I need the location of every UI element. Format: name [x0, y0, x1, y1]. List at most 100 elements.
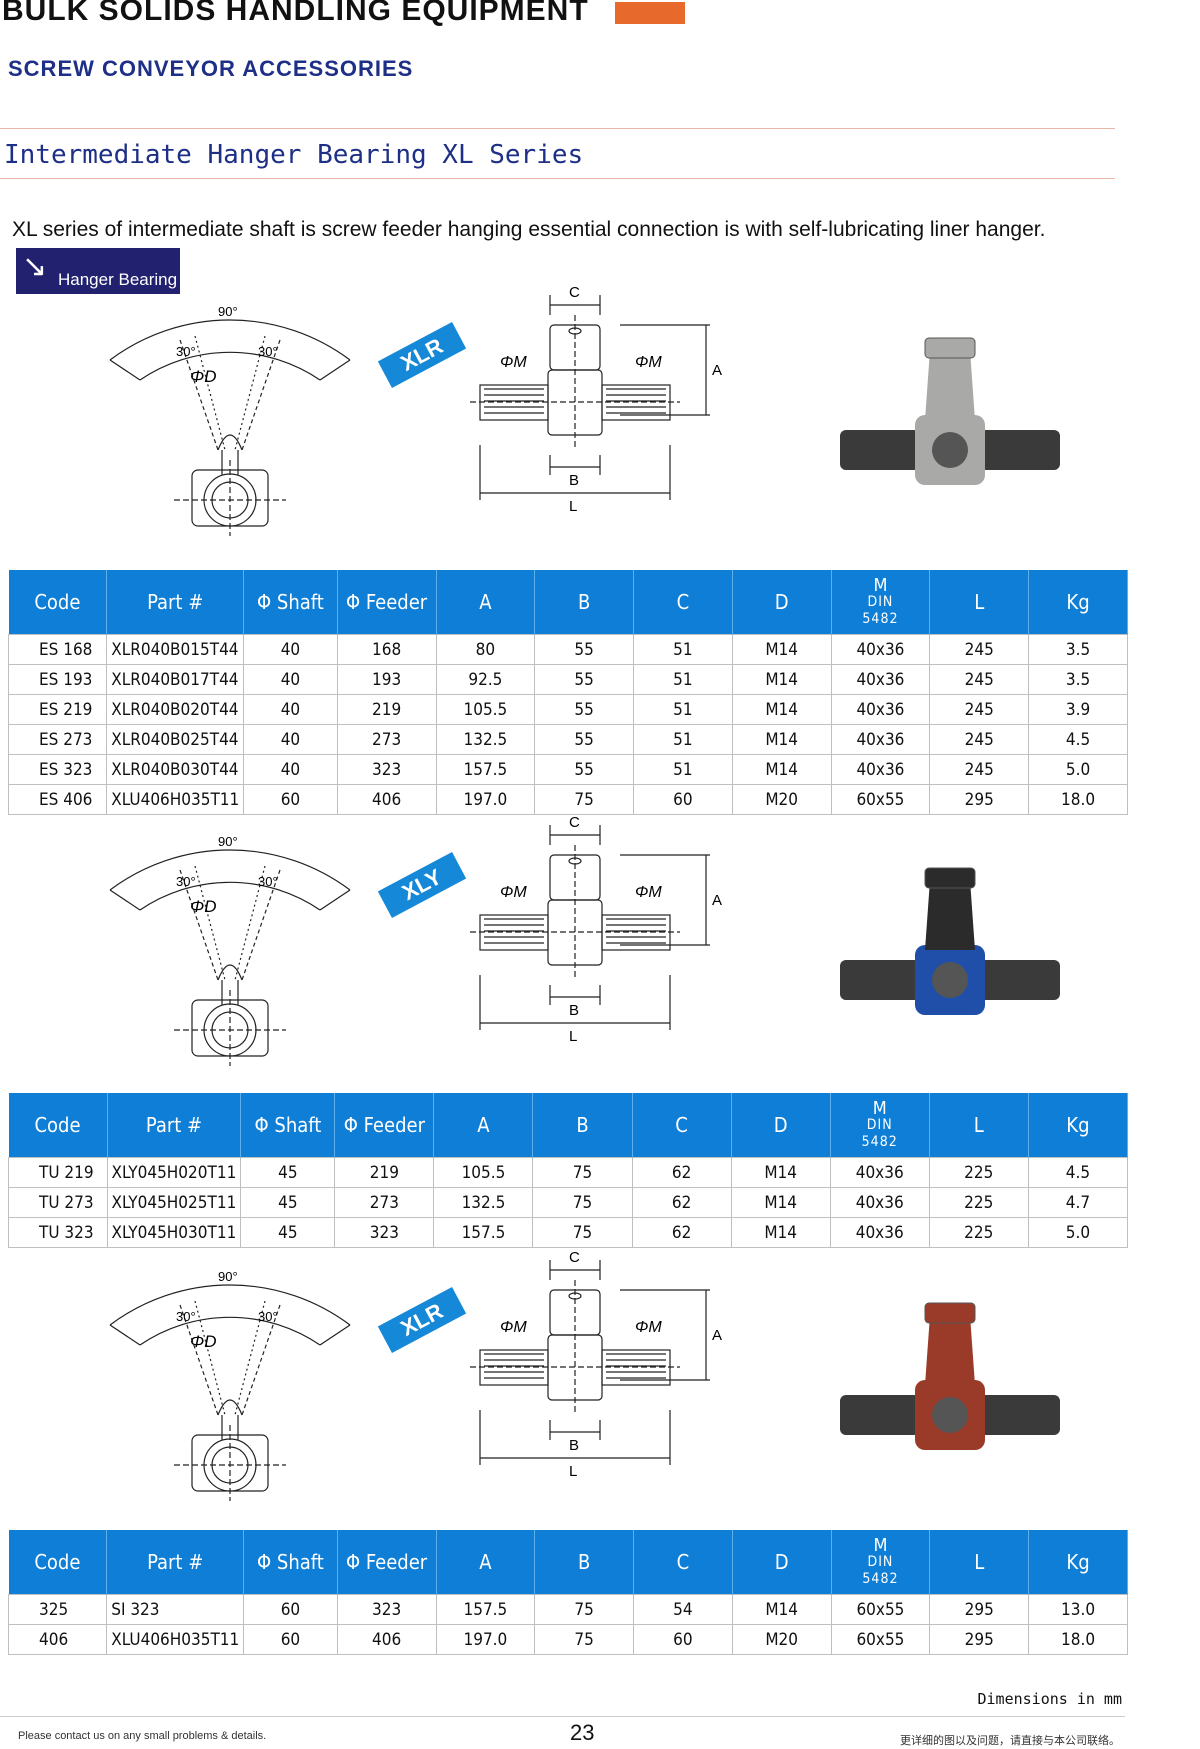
table-cell: 323: [336, 754, 437, 785]
table-cell: 3.5: [1028, 664, 1128, 695]
table-cell: 197.0: [435, 784, 536, 815]
col-a: A: [433, 1093, 534, 1158]
table-cell: 40: [243, 694, 338, 725]
table-cell: 45: [240, 1217, 336, 1248]
table-cell: 406: [336, 784, 437, 815]
table-cell: 40x36: [830, 664, 931, 695]
table-cell: 40: [243, 634, 338, 665]
dia-d-label: ΦD: [190, 897, 217, 916]
table-cell: 245: [929, 754, 1030, 785]
table-cell: 60x55: [830, 1624, 931, 1655]
table-cell: 245: [929, 664, 1030, 695]
col-code: Code: [8, 1093, 108, 1158]
col-kg: Kg: [1028, 1093, 1129, 1158]
table-cell: 51: [633, 634, 733, 665]
table-cell: 3.9: [1028, 694, 1128, 725]
dim-b-label: B: [569, 1437, 579, 1454]
col-feeder: Φ Feeder: [337, 1530, 437, 1595]
dia-d-label: ΦD: [190, 1332, 217, 1351]
section-title: Intermediate Hanger Bearing XL Series: [4, 140, 584, 170]
table-cell: XLY045H020T11: [106, 1157, 242, 1188]
table-cell: XLY045H025T11: [106, 1187, 242, 1218]
table-cell: XLR040B030T44: [106, 754, 245, 785]
table-cell: ES 168: [7, 634, 108, 665]
table-cell: XLR040B025T44: [106, 724, 245, 755]
table-cell: 40: [243, 664, 338, 695]
table-cell: 219: [334, 1157, 435, 1188]
table-cell: M14: [731, 1594, 832, 1625]
dia-m-label: ΦM: [635, 1319, 662, 1336]
angle-label: 30°: [176, 1309, 196, 1324]
table-cell: 18.0: [1028, 784, 1128, 815]
table-cell: XLR040B020T44: [106, 694, 245, 725]
table-cell: 323: [334, 1217, 435, 1248]
dia-m-label: ΦM: [500, 354, 527, 371]
table-cell: 55: [534, 694, 635, 725]
table-cell: 62: [631, 1217, 732, 1248]
table-cell: 40x36: [829, 1157, 930, 1188]
series-description: XL series of intermediate shaft is screw…: [12, 218, 1046, 241]
dim-a-label: A: [712, 1327, 722, 1344]
table-cell: 60x55: [830, 1594, 931, 1625]
table-cell: 75: [532, 1187, 633, 1218]
series-tag: XLR: [377, 322, 467, 388]
col-l: L: [929, 1530, 1030, 1595]
col-shaft: Φ Shaft: [243, 1530, 338, 1595]
table-cell: 55: [534, 754, 635, 785]
table-cell: TU 273: [8, 1187, 108, 1218]
table-cell: 219: [336, 694, 437, 725]
table-cell: 60: [243, 1624, 338, 1655]
arrow-down-right-icon: ↘: [22, 250, 48, 283]
col-c: C: [633, 1530, 733, 1595]
table-cell: 75: [534, 1594, 635, 1625]
col-b: B: [534, 570, 635, 635]
table-cell: M14: [731, 634, 832, 665]
table-cell: 157.5: [435, 1594, 536, 1625]
col-kg: Kg: [1028, 1530, 1128, 1595]
col-code: Code: [8, 570, 108, 635]
footer-contact-cn: 更详细的图以及问题，请直接与本公司联络。: [900, 1735, 1120, 1747]
table-cell: 80: [435, 634, 536, 665]
table-cell: 225: [928, 1157, 1029, 1188]
table-cell: 40x36: [830, 634, 931, 665]
side-view-diagram: C ΦM ΦM A B L: [470, 285, 722, 515]
divider: [0, 178, 1115, 179]
col-part: Part #: [106, 1530, 245, 1595]
dia-m-label: ΦM: [635, 354, 662, 371]
dim-c-label: C: [569, 285, 580, 301]
table-cell: 4.5: [1028, 724, 1128, 755]
side-view-diagram: C ΦM ΦM A B L: [470, 1250, 722, 1480]
table-cell: 40: [243, 724, 338, 755]
table-cell: 245: [929, 634, 1030, 665]
table-cell: 62: [631, 1157, 732, 1188]
col-a: A: [436, 570, 536, 635]
table-cell: M14: [730, 1157, 831, 1188]
table-cell: M14: [730, 1187, 831, 1218]
dim-l-label: L: [569, 498, 577, 515]
table-cell: 51: [633, 664, 733, 695]
table-cell: 5.0: [1027, 1217, 1129, 1248]
angle-label: 90°: [218, 304, 238, 319]
table-cell: 273: [336, 724, 437, 755]
table-cell: 168: [336, 634, 437, 665]
table-cell: ES 323: [7, 754, 108, 785]
table-cell: 75: [532, 1157, 633, 1188]
table-cell: 51: [633, 724, 733, 755]
table-cell: 55: [534, 634, 635, 665]
divider: [0, 128, 1115, 129]
angle-label: 30°: [176, 874, 196, 889]
table-cell: 51: [633, 754, 733, 785]
col-c: C: [633, 570, 733, 635]
table-cell: 295: [929, 1594, 1030, 1625]
col-l: L: [929, 1093, 1029, 1158]
angle-label: 30°: [258, 344, 278, 359]
fan-arc-diagram: 90° 30° 30° ΦD: [109, 1269, 351, 1501]
